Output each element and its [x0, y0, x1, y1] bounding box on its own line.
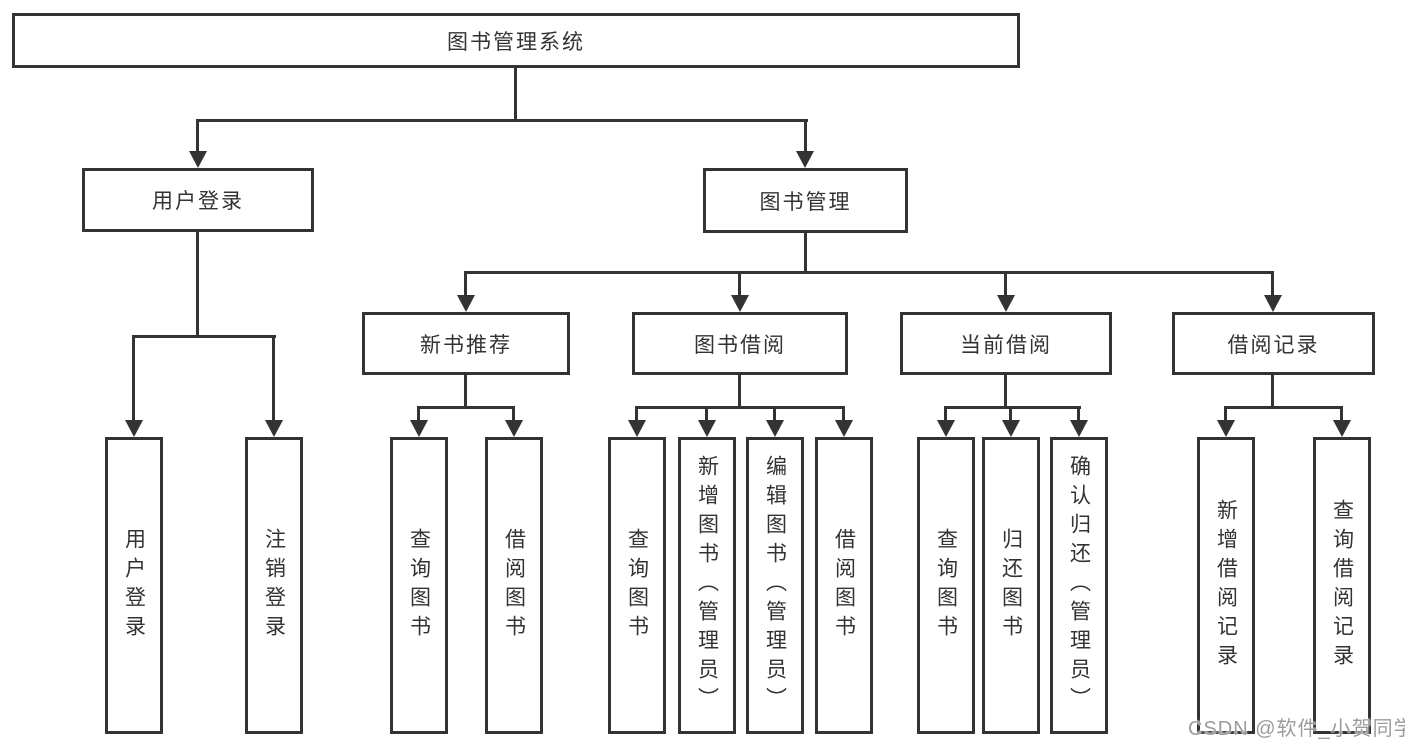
arrowhead-down-icon [1217, 420, 1235, 437]
watermark-text: CSDN @软件_小贺同学 [1188, 718, 1405, 740]
leaf-query-books-borrow: 查询图书 [608, 437, 666, 734]
connector-line [417, 406, 515, 409]
node-book-management: 图书管理 [703, 168, 908, 233]
connector-line [1004, 271, 1007, 295]
arrowhead-down-icon [937, 420, 955, 437]
connector-line [1224, 406, 1343, 409]
leaf-label: 注销登录 [262, 527, 286, 644]
leaf-label: 借阅图书 [502, 527, 526, 644]
arrowhead-down-icon [265, 420, 283, 437]
leaf-query-books-current: 查询图书 [917, 437, 975, 734]
arrowhead-down-icon [1333, 420, 1351, 437]
arrowhead-down-icon [505, 420, 523, 437]
connector-line [773, 406, 776, 421]
arrowhead-down-icon [1002, 420, 1020, 437]
node-library-management-system: 图书管理系统 [12, 13, 1020, 68]
connector-line [635, 406, 845, 409]
connector-line [417, 406, 420, 421]
connector-line [1271, 271, 1274, 295]
connector-line [1077, 406, 1080, 421]
arrowhead-down-icon [766, 420, 784, 437]
node-user-login: 用户登录 [82, 168, 314, 232]
leaf-label: 用户登录 [122, 527, 146, 644]
connector-line [196, 232, 199, 338]
node-new-book-recommend: 新书推荐 [362, 312, 570, 375]
node-book-borrowing: 图书借阅 [632, 312, 848, 375]
leaf-return-book: 归还图书 [982, 437, 1040, 734]
connector-line [1340, 406, 1343, 421]
connector-line [132, 335, 135, 420]
leaf-label: 查询图书 [407, 527, 431, 644]
leaf-label: 新增图书（管理员） [695, 455, 719, 716]
arrowhead-down-icon [1264, 295, 1282, 312]
leaf-label: 归还图书 [999, 527, 1023, 644]
arrowhead-down-icon [125, 420, 143, 437]
arrowhead-down-icon [189, 151, 207, 168]
connector-line [804, 119, 807, 153]
arrowhead-down-icon [410, 420, 428, 437]
arrowhead-down-icon [731, 295, 749, 312]
leaf-confirm-return-admin: 确认归还（管理员） [1050, 437, 1108, 734]
connector-line [738, 375, 741, 409]
connector-line [1271, 375, 1274, 409]
leaf-add-borrow-record: 新增借阅记录 [1197, 437, 1255, 734]
leaf-label: 编辑图书（管理员） [763, 455, 787, 716]
leaf-logout: 注销登录 [245, 437, 303, 734]
connector-line [738, 271, 741, 295]
arrowhead-down-icon [1070, 420, 1088, 437]
connector-line [1004, 375, 1007, 409]
arrowhead-down-icon [835, 420, 853, 437]
leaf-label: 查询图书 [625, 527, 649, 644]
leaf-label: 确认归还（管理员） [1067, 455, 1091, 716]
leaf-borrow-books-recommend: 借阅图书 [485, 437, 543, 734]
node-current-borrowing: 当前借阅 [900, 312, 1112, 375]
connector-line [1009, 406, 1012, 421]
leaf-edit-book-admin: 编辑图书（管理员） [746, 437, 804, 734]
connector-line [512, 406, 515, 421]
arrowhead-down-icon [796, 151, 814, 168]
connector-line [1224, 406, 1227, 421]
leaf-label: 查询图书 [934, 527, 958, 644]
connector-line [132, 335, 276, 338]
leaf-label: 新增借阅记录 [1214, 498, 1238, 673]
arrowhead-down-icon [698, 420, 716, 437]
connector-line [635, 406, 638, 421]
arrowhead-down-icon [628, 420, 646, 437]
node-borrowing-records: 借阅记录 [1172, 312, 1375, 375]
leaf-user-login: 用户登录 [105, 437, 163, 734]
leaf-label: 查询借阅记录 [1330, 498, 1354, 673]
connector-line [464, 271, 1274, 274]
connector-line [514, 68, 517, 122]
leaf-query-books-recommend: 查询图书 [390, 437, 448, 734]
connector-line [464, 271, 467, 295]
connector-line [196, 119, 808, 122]
connector-line [944, 406, 947, 421]
connector-line [464, 375, 467, 409]
arrowhead-down-icon [997, 295, 1015, 312]
leaf-label: 借阅图书 [832, 527, 856, 644]
connector-line [842, 406, 845, 421]
arrowhead-down-icon [457, 295, 475, 312]
connector-line [944, 406, 1081, 409]
connector-line [272, 335, 275, 420]
connector-line [804, 233, 807, 274]
leaf-add-book-admin: 新增图书（管理员） [678, 437, 736, 734]
leaf-borrow-books: 借阅图书 [815, 437, 873, 734]
connector-line [705, 406, 708, 421]
leaf-query-borrow-record: 查询借阅记录 [1313, 437, 1371, 734]
connector-line [196, 119, 199, 153]
